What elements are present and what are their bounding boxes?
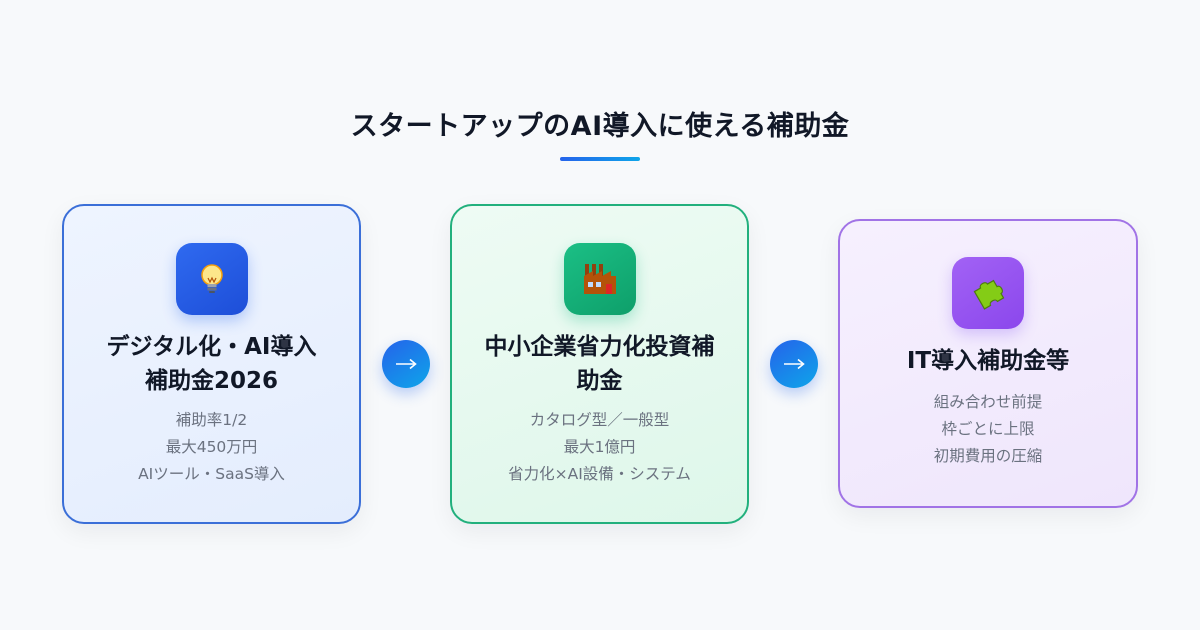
detail-line: 最大450万円 bbox=[165, 438, 258, 456]
arrow-right-icon bbox=[784, 358, 805, 370]
card-details: 組み合わせ前提 枠ごとに上限 初期費用の圧縮 bbox=[840, 389, 1136, 470]
lightbulb-icon bbox=[175, 243, 248, 315]
factory-icon bbox=[563, 243, 636, 315]
subsidy-card-digital-ai: デジタル化・AI導入 補助金2026 補助率1/2 最大450万円 AIツール・… bbox=[62, 204, 361, 524]
detail-line: 省力化×AI設備・システム bbox=[508, 465, 691, 483]
card-title: デジタル化・AI導入 補助金2026 bbox=[106, 334, 317, 394]
title-underline bbox=[560, 157, 640, 161]
detail-line: 組み合わせ前提 bbox=[933, 393, 1043, 411]
card-title: 中小企業省力化投資補 助金 bbox=[484, 334, 715, 394]
subsidy-card-labor-saving: 中小企業省力化投資補 助金 カタログ型／一般型 最大1億円 省力化×AI設備・シ… bbox=[450, 204, 749, 524]
detail-line: 最大1億円 bbox=[563, 438, 636, 456]
card-title: IT導入補助金等 bbox=[906, 348, 1070, 374]
flow-arrow bbox=[770, 340, 818, 388]
flow-arrow bbox=[382, 340, 430, 388]
card-details: 補助率1/2 最大450万円 AIツール・SaaS導入 bbox=[64, 407, 359, 488]
card-details: カタログ型／一般型 最大1億円 省力化×AI設備・システム bbox=[452, 407, 747, 488]
puzzle-piece-icon bbox=[952, 257, 1024, 329]
detail-line: 補助率1/2 bbox=[175, 411, 248, 429]
subsidy-card-it-introduction: IT導入補助金等 組み合わせ前提 枠ごとに上限 初期費用の圧縮 bbox=[838, 219, 1138, 508]
detail-line: 初期費用の圧縮 bbox=[933, 447, 1043, 465]
page-title: スタートアップのAI導入に使える補助金 bbox=[350, 111, 850, 142]
detail-line: AIツール・SaaS導入 bbox=[138, 465, 285, 483]
detail-line: カタログ型／一般型 bbox=[529, 411, 670, 429]
arrow-right-icon bbox=[396, 358, 417, 370]
detail-line: 枠ごとに上限 bbox=[941, 420, 1035, 438]
